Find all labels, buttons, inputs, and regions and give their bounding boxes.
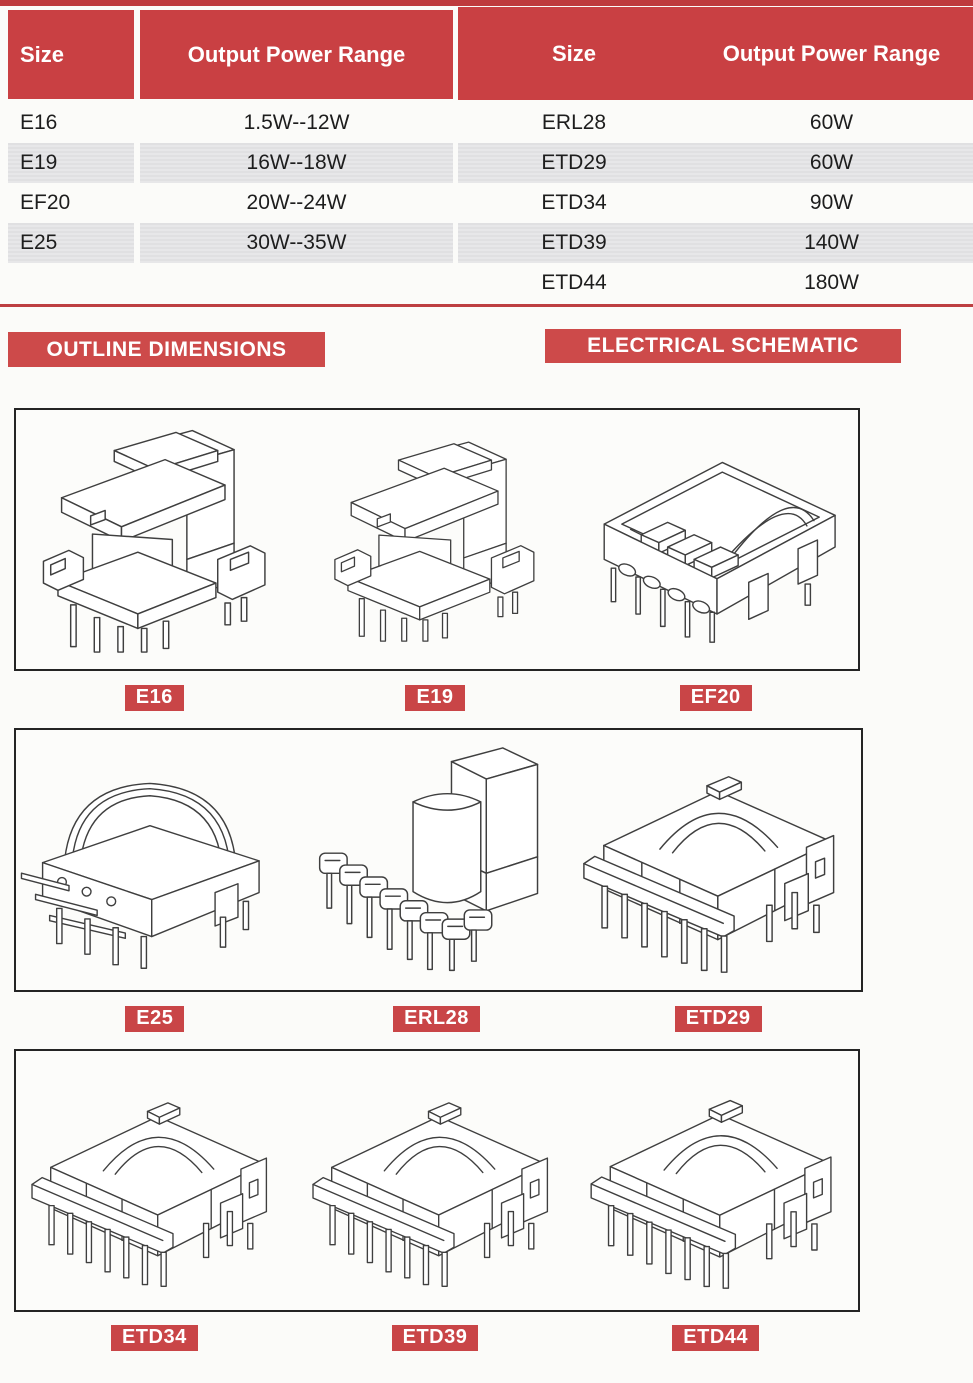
- left-table-header-power: Output Power Range: [140, 10, 453, 99]
- figure-label: ETD34: [110, 1325, 198, 1351]
- table-row: E25 30W--35W: [8, 223, 453, 263]
- figure-e19: [296, 410, 576, 669]
- etd39-outline-drawing: [301, 1074, 573, 1288]
- power-cell: 20W--24W: [246, 191, 347, 214]
- etd34-outline-drawing: [20, 1074, 292, 1288]
- erl28-outline-drawing: [316, 745, 554, 976]
- header-label: Output Power Range: [722, 40, 941, 66]
- size-cell: ERL28: [541, 111, 607, 134]
- etd29-outline-drawing: [571, 746, 861, 974]
- outline-panel-3: [14, 1049, 860, 1312]
- table-row: ETD39 140W: [458, 223, 973, 263]
- figure-label-row-3: ETD34 ETD39 ETD44: [14, 1324, 856, 1352]
- size-cell: EF20: [20, 191, 71, 214]
- ef20-outline-drawing: [576, 436, 858, 644]
- figure-erl28: [298, 730, 571, 990]
- size-cell: E19: [20, 151, 58, 174]
- size-cell: E16: [20, 111, 58, 134]
- figure-label: ETD39: [391, 1325, 479, 1351]
- outline-panel-1: [14, 408, 860, 671]
- figure-label: E16: [124, 685, 184, 711]
- figure-e25: [16, 730, 298, 990]
- figure-etd39: [297, 1051, 578, 1310]
- section-title: ELECTRICAL SCHEMATIC: [587, 334, 859, 357]
- table-row: EF20 20W--24W: [8, 183, 453, 223]
- figure-label: E19: [405, 685, 465, 711]
- figure-etd34: [16, 1051, 297, 1310]
- figure-label: ERL28: [393, 1006, 480, 1032]
- figure-label: ETD44: [672, 1325, 760, 1351]
- size-cell: E25: [20, 231, 58, 254]
- power-cell: 1.5W--12W: [243, 111, 350, 134]
- table-row: ETD29 60W: [458, 143, 973, 183]
- figure-label: E25: [125, 1006, 185, 1032]
- table-row: ETD34 90W: [458, 183, 973, 223]
- figure-label-row-1: E16 E19 EF20: [14, 684, 856, 712]
- table-row: ETD44 180W: [458, 263, 973, 303]
- e25-outline-drawing: [16, 750, 298, 970]
- power-cell: 140W: [804, 231, 859, 254]
- size-cell: ETD44: [541, 271, 607, 294]
- header-label: Size: [551, 40, 597, 66]
- size-cell: ETD39: [541, 231, 607, 254]
- left-table-header-size: Size: [8, 10, 134, 99]
- power-cell: 180W: [804, 271, 859, 294]
- table-row: E19 16W--18W: [8, 143, 453, 183]
- power-cell: 60W: [809, 151, 854, 174]
- section-banner-outline-dimensions: OUTLINE DIMENSIONS: [8, 332, 325, 367]
- figure-ef20: [576, 410, 858, 669]
- size-cell: ETD29: [541, 151, 607, 174]
- header-label: Output Power Range: [187, 41, 406, 67]
- figure-label-row-2: E25 ERL28 ETD29: [14, 1005, 859, 1033]
- outline-panel-2: [14, 728, 863, 992]
- section-banner-electrical-schematic: ELECTRICAL SCHEMATIC: [545, 329, 901, 363]
- e16-outline-drawing: [38, 425, 274, 654]
- section-title: OUTLINE DIMENSIONS: [46, 337, 287, 361]
- right-table-header: Size Output Power Range: [458, 7, 973, 100]
- figure-label: EF20: [679, 685, 752, 711]
- power-cell: 30W--35W: [246, 231, 347, 254]
- e19-outline-drawing: [330, 437, 542, 643]
- figure-label: ETD29: [674, 1006, 762, 1032]
- power-cell: 16W--18W: [246, 151, 347, 174]
- figure-etd44: [577, 1051, 858, 1310]
- table-row: ERL28 60W: [458, 103, 973, 143]
- figure-etd29: [571, 730, 861, 990]
- table-row: E16 1.5W--12W: [8, 103, 453, 143]
- figure-e16: [16, 410, 296, 669]
- size-cell: ETD34: [541, 191, 607, 214]
- header-label: Size: [20, 41, 65, 67]
- power-cell: 90W: [809, 191, 854, 214]
- etd44-outline-drawing: [579, 1071, 857, 1290]
- power-cell: 60W: [809, 111, 854, 134]
- tables-bottom-rule: [0, 304, 973, 307]
- page-top-rule: [0, 0, 973, 6]
